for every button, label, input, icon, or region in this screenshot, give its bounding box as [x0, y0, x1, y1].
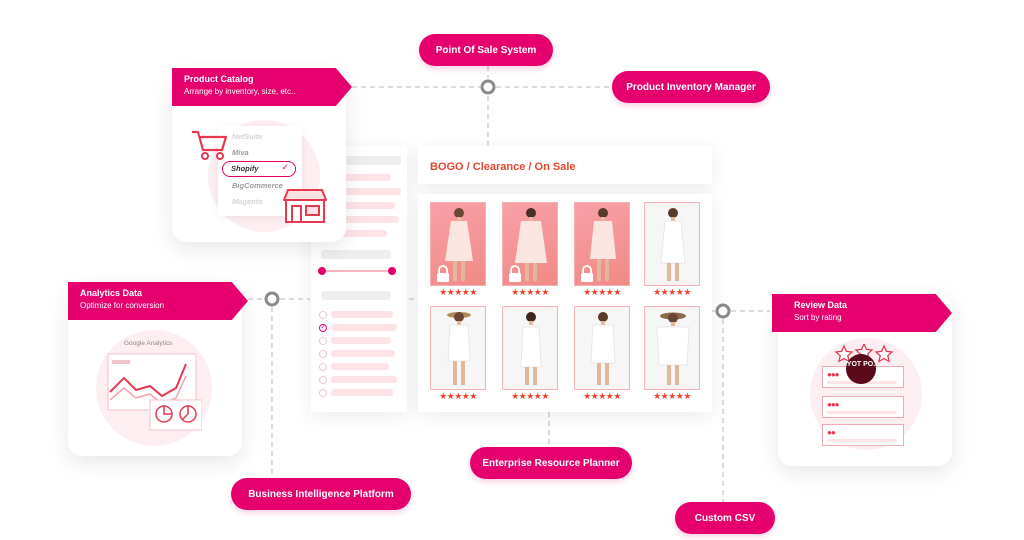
dress-icon	[447, 312, 471, 385]
dress-icon	[656, 312, 690, 385]
product-card[interactable]	[430, 306, 486, 390]
platform-bigcommerce: BigCommerce	[232, 181, 283, 190]
price-slider[interactable]	[318, 267, 396, 275]
node-custom-csv[interactable]: Custom CSV	[675, 502, 775, 534]
product-card[interactable]	[574, 202, 630, 286]
product-card[interactable]	[502, 202, 558, 286]
rating-stars: ★★★★★	[511, 287, 549, 297]
product-card[interactable]	[430, 202, 486, 286]
product-card[interactable]	[644, 306, 700, 390]
dress-icon	[590, 208, 616, 281]
platform-shopify-selected[interactable]: Shopify ✓	[222, 161, 296, 177]
line-chart-illustration	[107, 353, 202, 431]
node-product-inventory-manager[interactable]: Product Inventory Manager	[612, 71, 770, 103]
node-label: Business Intelligence Platform	[248, 488, 394, 500]
rating-stars: ★★★★★	[653, 391, 691, 401]
lock-icon	[581, 265, 593, 282]
rating-stars: ★★★★★	[511, 391, 549, 401]
junction-top	[480, 79, 496, 95]
node-label: Enterprise Resource Planner	[482, 457, 620, 469]
lock-icon	[509, 265, 521, 282]
yotpo-logo: YOT PO.	[846, 354, 876, 384]
review-data-tab: Review Data Sort by rating	[772, 294, 952, 332]
analytics-tab: Analytics Data Optimize for conversion	[68, 282, 248, 320]
card-title: Review Data	[794, 300, 848, 310]
junction-left	[264, 291, 280, 307]
dress-icon	[660, 208, 686, 281]
rating-stars: ★★★★★	[439, 391, 477, 401]
review-row: ●●●	[822, 396, 904, 418]
rating-stars: ★★★★★	[583, 391, 621, 401]
platform-netsuite: NetSuite	[232, 132, 263, 141]
check-icon: ✓	[281, 162, 289, 172]
product-card[interactable]	[574, 306, 630, 390]
product-card[interactable]	[644, 202, 700, 286]
junction-right	[715, 303, 731, 319]
product-catalog-tab: Product Catalog Arrange by inventory, si…	[172, 68, 352, 106]
node-label: Custom CSV	[694, 512, 756, 524]
node-point-of-sale-system[interactable]: Point Of Sale System	[419, 34, 553, 66]
card-subtitle: Sort by rating	[794, 313, 842, 322]
node-label: Product Inventory Manager	[626, 81, 756, 93]
google-analytics-label: Google Analytics	[124, 340, 173, 347]
store-heading: BOGO / Clearance / On Sale	[430, 161, 576, 173]
review-row: ●●	[822, 424, 904, 446]
store-header: BOGO / Clearance / On Sale	[418, 146, 712, 184]
platform-miva: Miva	[232, 148, 249, 157]
dress-icon	[445, 208, 473, 281]
platform-label: Shopify	[231, 164, 259, 173]
card-subtitle: Arrange by inventory, size, etc..	[184, 87, 296, 96]
dress-icon	[590, 312, 616, 385]
lock-icon	[437, 265, 449, 282]
dress-icon	[515, 208, 547, 281]
node-label: Point Of Sale System	[435, 44, 537, 56]
rating-stars: ★★★★★	[583, 287, 621, 297]
card-subtitle: Optimize for conversion	[80, 301, 165, 310]
card-title: Analytics Data	[80, 288, 143, 298]
card-title: Product Catalog	[184, 74, 254, 84]
shopping-cart-icon	[192, 130, 228, 160]
product-grid: ★★★★★ ★★★★★ ★★★★★ ★★★★★	[418, 194, 712, 412]
dress-icon	[520, 312, 542, 385]
platform-magento: Magento	[232, 197, 263, 206]
node-business-intelligence-platform[interactable]: Business Intelligence Platform	[231, 478, 411, 510]
rating-stars: ★★★★★	[653, 287, 691, 297]
rating-stars: ★★★★★	[439, 287, 477, 297]
storefront-icon	[283, 189, 327, 223]
node-enterprise-resource-planner[interactable]: Enterprise Resource Planner	[470, 447, 632, 479]
product-card[interactable]	[502, 306, 558, 390]
